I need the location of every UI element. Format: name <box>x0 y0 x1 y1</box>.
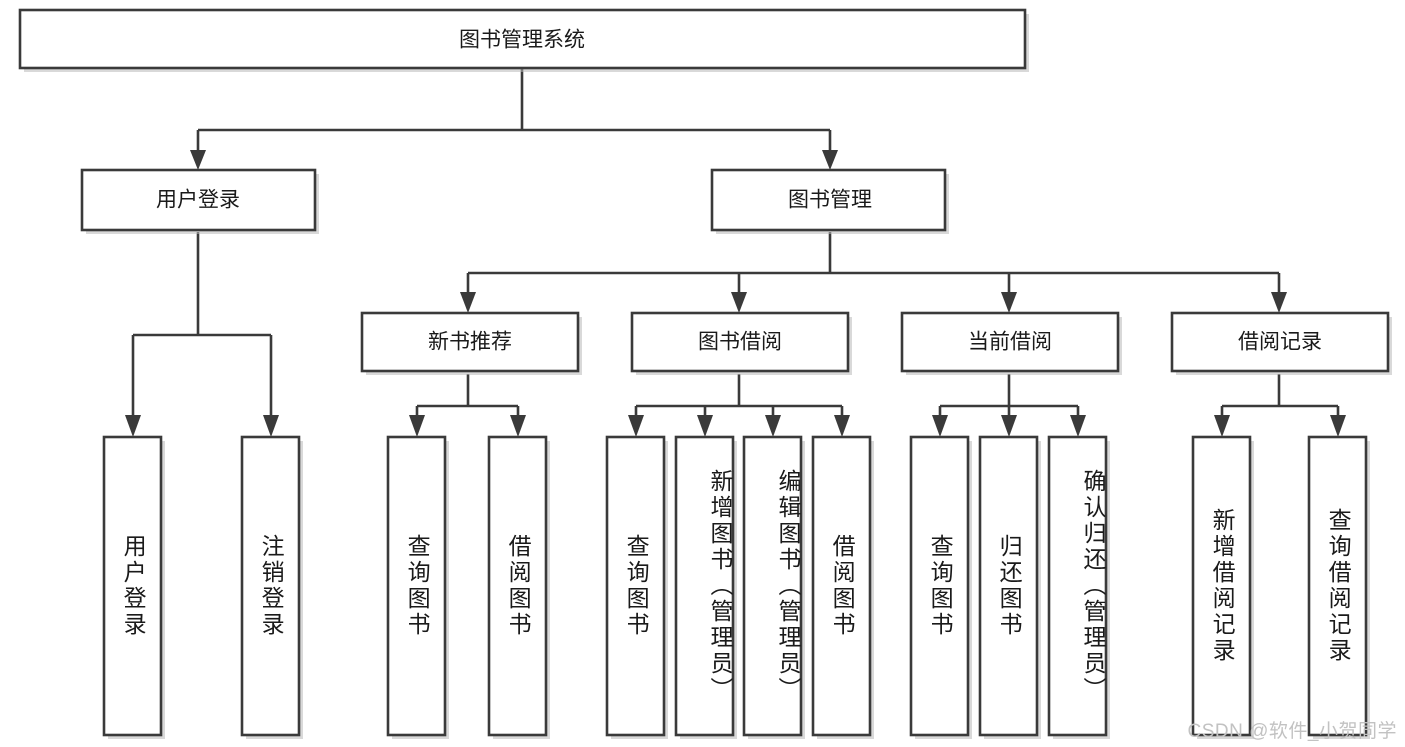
leaf-borrow-book-2-box[interactable] <box>811 435 872 737</box>
node-book-management-label: 图书管理 <box>788 189 872 212</box>
leaf-logout-box[interactable] <box>240 435 301 737</box>
leaf-borrow-book-1-box[interactable] <box>487 435 548 737</box>
leaf-query-book-2-box[interactable] <box>605 435 666 737</box>
arrow-head-leaf-borrow-book-1 <box>510 415 526 437</box>
arrow-head-leaf-user-login <box>125 415 141 437</box>
node-borrow-record-label: 借阅记录 <box>1238 331 1322 354</box>
node-current-borrow-box[interactable] <box>900 311 1120 373</box>
leaf-query-book-1-box[interactable] <box>386 435 447 737</box>
leaf-return-book-box[interactable] <box>978 435 1039 737</box>
node-current-borrow-label: 当前借阅 <box>968 331 1052 354</box>
node-root-label: 图书管理系统 <box>459 29 585 52</box>
connector-layer <box>125 68 1346 437</box>
leaf-layer <box>102 435 1370 739</box>
arrow-head-bookmgmt <box>822 150 838 170</box>
node-root-box[interactable] <box>18 8 1027 70</box>
node-book-management[interactable]: 图书管理 <box>710 168 949 234</box>
arrow-head-leaf-confirm-return <box>1070 415 1086 437</box>
leaf-add-book-box[interactable] <box>674 435 735 737</box>
node-book-borrow[interactable]: 图书借阅 <box>630 311 852 375</box>
node-user-login-label: 用户登录 <box>156 189 240 212</box>
csdn-watermark: CSDN @软件_小贺同学 <box>1187 721 1397 742</box>
arrow-head-userlogin <box>190 150 206 170</box>
arrow-head-borrowrecord <box>1271 292 1287 313</box>
arrow-head-bookborrow <box>731 292 747 313</box>
arrow-head-leaf-query-book-1 <box>409 415 425 437</box>
node-borrow-record-box[interactable] <box>1170 311 1390 373</box>
leaf-confirm-return-box[interactable] <box>1047 435 1108 737</box>
node-user-login[interactable]: 用户登录 <box>80 168 319 234</box>
arrow-head-leaf-borrow-book-2 <box>834 415 850 437</box>
leaf-query-record-box[interactable] <box>1307 435 1368 737</box>
node-root[interactable]: 图书管理系统 <box>18 8 1029 72</box>
arrow-head-newbook <box>460 292 476 313</box>
arrow-head-leaf-logout <box>263 415 279 437</box>
arrow-head-leaf-query-book-3 <box>932 415 948 437</box>
node-new-book-recommend-label: 新书推荐 <box>428 331 512 354</box>
node-user-login-box[interactable] <box>80 168 317 232</box>
node-new-book-recommend-box[interactable] <box>360 311 580 373</box>
node-book-borrow-box[interactable] <box>630 311 850 373</box>
node-current-borrow[interactable]: 当前借阅 <box>900 311 1122 375</box>
arrow-head-leaf-add-book <box>697 415 713 437</box>
arrow-head-currentborrow <box>1001 292 1017 313</box>
leaf-edit-book-box[interactable] <box>742 435 803 737</box>
leaf-query-book-3-box[interactable] <box>909 435 970 737</box>
arrow-head-leaf-query-record <box>1330 415 1346 437</box>
node-new-book-recommend[interactable]: 新书推荐 <box>360 311 582 375</box>
leaf-user-login-box[interactable] <box>102 435 163 737</box>
node-borrow-record[interactable]: 借阅记录 <box>1170 311 1392 375</box>
leaf-add-record-box[interactable] <box>1191 435 1252 737</box>
node-book-management-box[interactable] <box>710 168 947 232</box>
arrow-head-leaf-edit-book <box>765 415 781 437</box>
node-book-borrow-label: 图书借阅 <box>698 331 782 354</box>
arrow-head-leaf-return-book <box>1001 415 1017 437</box>
arrow-head-leaf-query-book-2 <box>628 415 644 437</box>
arrow-head-leaf-add-record <box>1214 415 1230 437</box>
